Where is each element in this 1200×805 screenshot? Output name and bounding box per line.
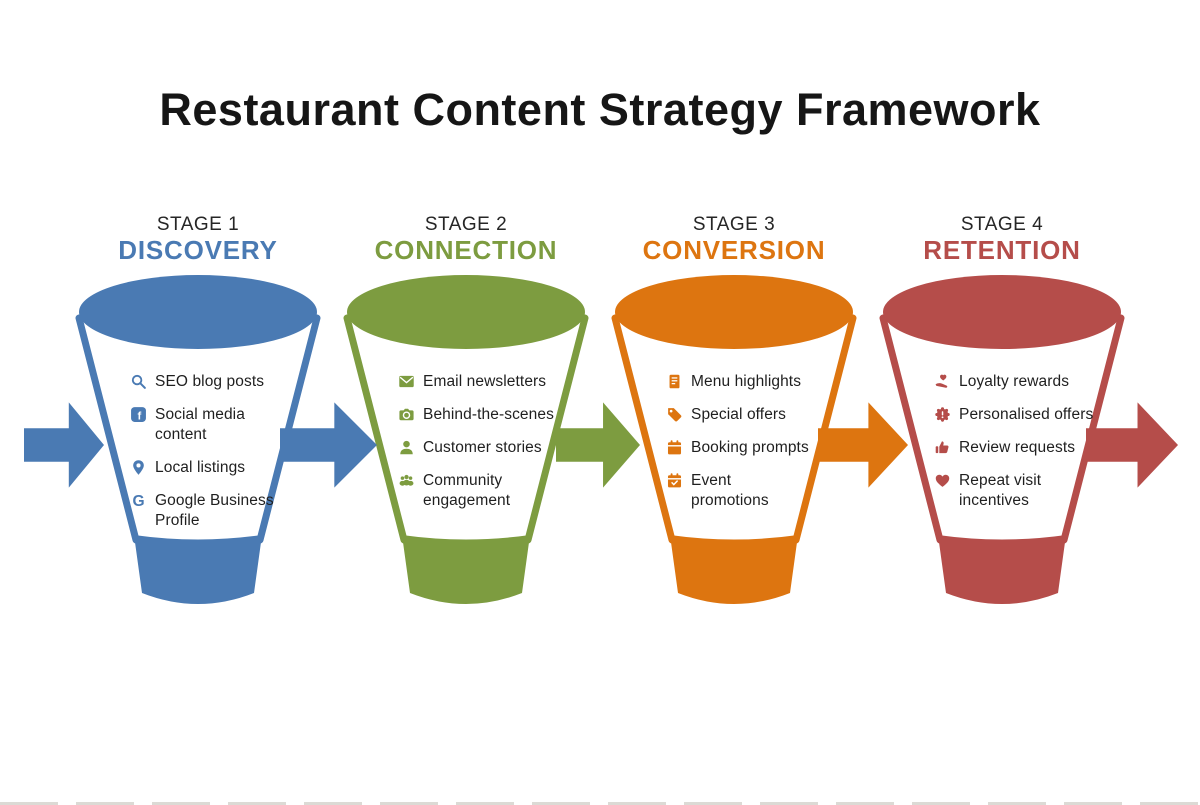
item-label: Booking prompts [691,439,809,456]
stage-label: STAGE 1 [156,214,240,235]
person-icon [398,439,415,456]
list-item: Special offers [666,405,871,425]
stage-name: CONVERSION [642,235,826,265]
flow-arrow-connection-to-conversion [556,394,640,496]
funnel-base [134,535,262,604]
flow-arrow-conversion-to-retention [818,394,908,496]
calendar-check-icon [666,472,683,489]
funnel-top-ellipse [883,275,1121,349]
stage-label: STAGE 3 [692,214,776,235]
badge-icon [934,406,951,423]
page-title: Restaurant Content Strategy Framework [159,84,1041,135]
list-item: Email newsletters [398,372,603,392]
item-label: Local listings [155,459,246,476]
item-label: Repeat visit incentives [959,472,1042,509]
heart-icon [934,472,951,489]
item-label: Google Business Profile [155,492,274,529]
facebook-icon: f [130,406,147,423]
camera-icon [398,406,415,423]
list-item: Review requests [934,438,1139,458]
flow-arrow-out [1086,394,1178,496]
item-label: Loyalty rewards [959,373,1070,390]
list-item: Menu highlights [666,372,871,392]
funnel-side-left [343,314,408,544]
list-item: Loyalty rewards [934,372,1139,392]
stage-item-list: Menu highlights Special offers Booking p… [666,372,871,511]
funnel-side-left [879,314,944,544]
list-item: Personalised offers [934,405,1139,425]
list-item: Customer stories [398,438,603,458]
funnel-base [938,535,1066,604]
funnel-side-left [611,314,676,544]
hand-heart-icon [934,373,951,390]
list-item: Booking prompts [666,438,871,458]
item-label: Email newsletters [423,373,547,390]
funnel-top-ellipse [347,275,585,349]
list-item: Local listings [130,458,335,478]
funnel-side-left [75,314,140,544]
funnel-base [670,535,798,604]
group-icon [398,472,415,489]
list-item: SEO blog posts [130,372,335,392]
funnel-top-ellipse [79,275,317,349]
item-label: Menu highlights [691,373,802,390]
stage-name: CONNECTION [374,235,558,265]
flow-arrow-discovery-to-connection [280,394,377,496]
list-item: Repeat visit incentives [934,471,1139,511]
funnel-top-ellipse [615,275,853,349]
list-item: f Social media content [130,405,335,445]
funnel-base [402,535,530,604]
envelope-icon [398,373,415,390]
stage-column-retention: STAGE 4 RETENTION Loyalty rewards Person… [868,0,1136,805]
stage-item-list: Loyalty rewards Personalised offers Revi… [934,372,1139,511]
svg-text:G: G [132,493,144,509]
item-label: Personalised offers [959,406,1094,423]
stage-item-list: SEO blog posts f Social media content Lo… [130,372,335,531]
item-label: Review requests [959,439,1076,456]
item-label: SEO blog posts [155,373,265,390]
map-pin-icon [130,459,147,476]
flow-arrow-in [24,394,104,496]
item-label: Community engagement [423,472,511,509]
item-label: Behind-the-scenes [423,406,554,423]
stage-label: STAGE 4 [960,214,1044,235]
item-label: Special offers [691,406,787,423]
list-item: Event promotions [666,471,871,511]
list-item: G Google Business Profile [130,491,335,531]
stage-name: RETENTION [923,235,1081,265]
stage-label: STAGE 2 [424,214,508,235]
list-item: Community engagement [398,471,603,511]
stage-name: DISCOVERY [118,235,278,265]
funnel-shape [879,275,1125,604]
google-icon: G [130,492,147,509]
bottom-dashed-line [0,802,1200,805]
thumbs-up-icon [934,439,951,456]
tag-icon [666,406,683,423]
stage-column-discovery: STAGE 1 DISCOVERY SEO blog posts f Socia… [64,0,332,805]
svg-text:f: f [137,410,141,422]
menu-icon [666,373,683,390]
stage-item-list: Email newsletters Behind-the-scenes Cust… [398,372,603,511]
funnel-shape [75,275,321,604]
calendar-icon [666,439,683,456]
item-label: Customer stories [423,439,542,456]
list-item: Behind-the-scenes [398,405,603,425]
search-icon [130,373,147,390]
item-label: Event promotions [691,472,769,509]
item-label: Social media content [155,406,245,443]
